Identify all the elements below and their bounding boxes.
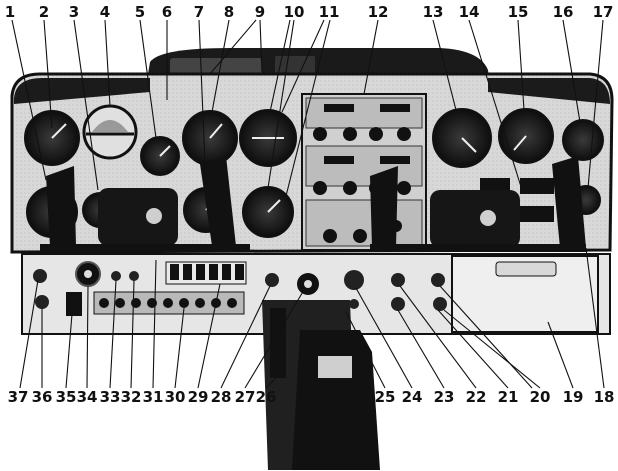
callout-label: 12 bbox=[368, 3, 389, 21]
callout-label: 8 bbox=[224, 3, 234, 21]
callout-label: 31 bbox=[143, 388, 164, 406]
callout-label: 2 bbox=[39, 3, 49, 21]
callout-label: 33 bbox=[100, 388, 121, 406]
callout-label: 6 bbox=[162, 3, 172, 21]
control-yoke-left bbox=[40, 156, 250, 252]
callout-label: 9 bbox=[255, 3, 265, 21]
callout-label: 25 bbox=[375, 388, 396, 406]
callout-label: 13 bbox=[423, 3, 444, 21]
map-compartment bbox=[451, 255, 599, 333]
callout-label: 19 bbox=[563, 388, 584, 406]
callout-label: 20 bbox=[530, 388, 551, 406]
gauge bbox=[432, 108, 492, 168]
callout-label: 29 bbox=[188, 388, 209, 406]
callout-label: 36 bbox=[32, 388, 53, 406]
callout-labels-top: 1 2 3 4 5 6 7 8 9 10 11 12 13 14 15 16 1… bbox=[5, 3, 614, 197]
gauge bbox=[24, 110, 80, 166]
callout-label: 10 bbox=[284, 3, 305, 21]
gauge bbox=[239, 109, 297, 167]
callout-label: 37 bbox=[8, 388, 29, 406]
gauge bbox=[498, 108, 554, 164]
callout-label: 15 bbox=[508, 3, 529, 21]
callout-label: 23 bbox=[434, 388, 455, 406]
callout-label: 11 bbox=[319, 3, 340, 21]
callout-label: 14 bbox=[459, 3, 480, 21]
gauge bbox=[82, 104, 138, 160]
callout-label: 1 bbox=[5, 3, 15, 21]
callout-label: 32 bbox=[121, 388, 142, 406]
callout-label: 30 bbox=[165, 388, 186, 406]
callout-label: 34 bbox=[77, 388, 98, 406]
callout-label: 21 bbox=[498, 388, 519, 406]
switch-panel bbox=[33, 261, 447, 378]
callout-labels-bottom: 37 36 35 34 33 32 31 30 29 28 27 26 25 2… bbox=[8, 247, 615, 406]
callout-label: 22 bbox=[466, 388, 487, 406]
gauge bbox=[140, 136, 180, 176]
callout-label: 4 bbox=[100, 3, 110, 21]
callout-label: 5 bbox=[135, 3, 145, 21]
gauge bbox=[242, 186, 294, 238]
callout-label: 17 bbox=[593, 3, 614, 21]
callout-label: 3 bbox=[69, 3, 79, 21]
callout-label: 7 bbox=[194, 3, 204, 21]
callout-label: 35 bbox=[56, 388, 77, 406]
callout-label: 24 bbox=[402, 388, 423, 406]
radio-stack bbox=[301, 93, 427, 251]
gauge bbox=[182, 110, 238, 166]
callout-label: 18 bbox=[594, 388, 615, 406]
callout-label: 28 bbox=[211, 388, 232, 406]
control-yoke-right bbox=[370, 156, 586, 252]
callout-label: 26 bbox=[256, 388, 277, 406]
callout-label: 27 bbox=[235, 388, 256, 406]
callout-label: 16 bbox=[553, 3, 574, 21]
gauge bbox=[562, 119, 604, 161]
